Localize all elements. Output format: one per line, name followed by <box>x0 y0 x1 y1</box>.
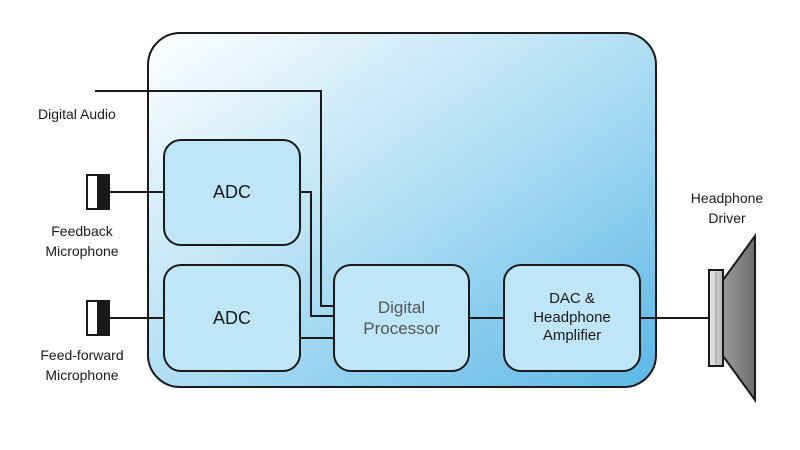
adc-top-to-processor-line <box>301 191 333 317</box>
feedback-mic-label-line-1: Feedback <box>51 223 113 239</box>
headphone-driver-label: Headphone Driver <box>672 188 782 228</box>
feedforward-microphone-icon <box>86 300 110 336</box>
feedforward-mic-label-line-1: Feed-forward <box>40 347 124 363</box>
headphone-driver-label-line-1: Headphone <box>690 190 764 206</box>
headphone-driver-label-line-2: Driver <box>708 210 746 226</box>
dac-label-line-1: DAC & <box>549 289 595 307</box>
adc-top-block: ADC <box>163 139 301 246</box>
feedforward-mic-label-line-2: Microphone <box>45 367 119 383</box>
digital-audio-line <box>95 90 333 307</box>
adc-top-label: ADC <box>212 182 251 203</box>
dac-amplifier-block: DAC & Headphone Amplifier <box>503 264 641 372</box>
headphone-driver-icon <box>708 232 756 404</box>
adc-bottom-block: ADC <box>163 264 301 372</box>
connection-lines <box>95 90 710 339</box>
digital-audio-label: Digital Audio <box>38 106 116 122</box>
digital-processor-block: Digital Processor <box>333 264 470 372</box>
feedback-microphone-icon <box>86 174 110 210</box>
feedback-microphone-label: Feedback Microphone <box>24 221 140 261</box>
processor-label-line-1: Digital <box>377 297 426 317</box>
adc-bottom-label: ADC <box>212 307 251 328</box>
feedforward-microphone-label: Feed-forward Microphone <box>22 345 142 385</box>
dac-label-line-3: Amplifier <box>542 327 602 345</box>
feedback-mic-label-line-2: Microphone <box>45 243 119 259</box>
processor-label-line-2: Processor <box>363 319 440 338</box>
dac-label-line-2: Headphone <box>533 308 611 326</box>
